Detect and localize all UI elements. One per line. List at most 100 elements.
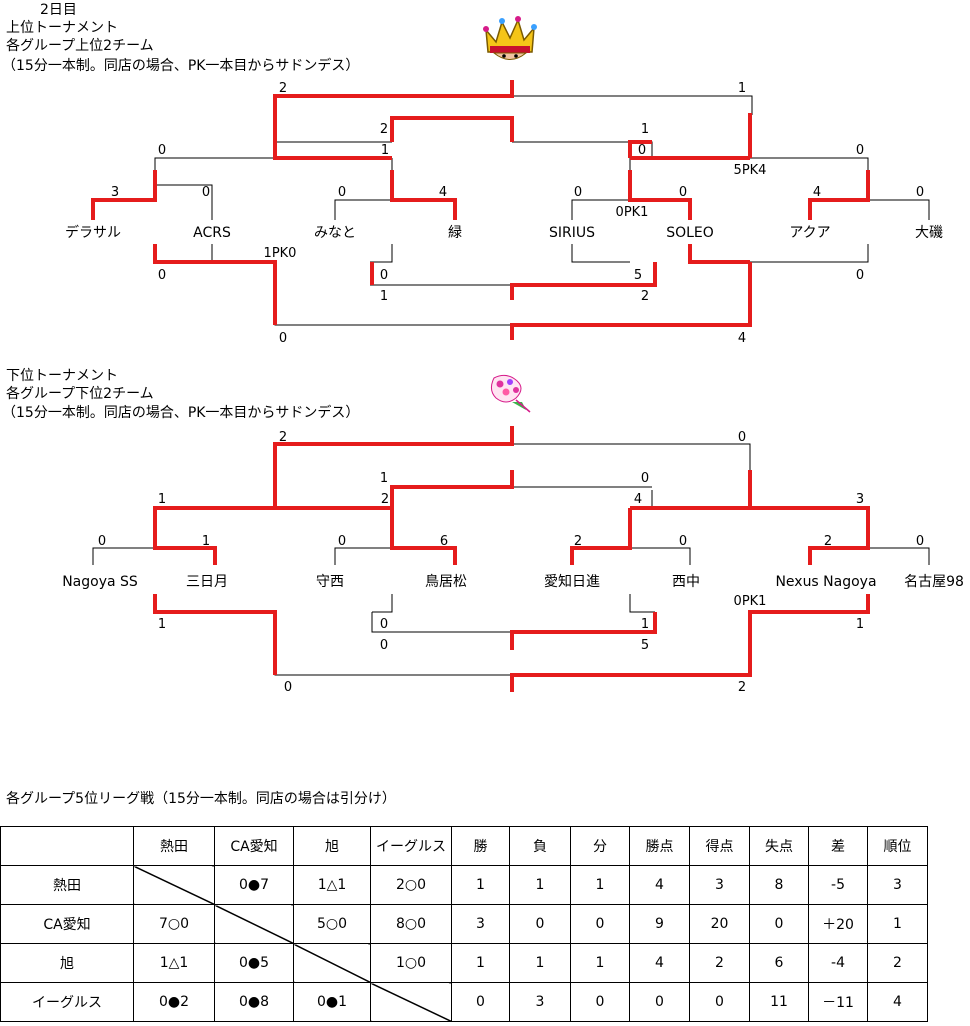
team-label: 鳥居松: [425, 574, 467, 590]
score-label: 5: [641, 638, 649, 653]
league-cell: 4: [867, 982, 928, 1022]
pk-note: 0PK1: [734, 594, 767, 609]
league-header-cell: 勝点: [629, 826, 690, 866]
score-label: 0: [158, 268, 166, 283]
league-cell: 3: [451, 904, 510, 944]
league-title: 各グループ5位リーグ戦（15分一本制。同店の場合は引分け）: [6, 791, 396, 807]
score-label: 1: [738, 81, 746, 96]
score-label: 2: [380, 122, 388, 137]
league-cell: 1△1: [133, 943, 215, 983]
score-label: 2: [279, 81, 287, 96]
league-header-cell: 負: [509, 826, 571, 866]
league-header-cell: 失点: [749, 826, 809, 866]
league-cell: 0: [629, 982, 690, 1022]
score-label: 0: [284, 680, 292, 695]
lower-bracket-lines: [92, 426, 930, 692]
league-header-cell: CA愛知: [214, 826, 294, 866]
league-cell: 1△1: [293, 865, 371, 905]
league-cell: -5: [808, 865, 868, 905]
league-cell: [214, 904, 294, 944]
score-label: 6: [440, 534, 448, 549]
score-label: 2: [824, 534, 832, 549]
team-label: みなと: [314, 225, 356, 241]
league-cell: 8: [749, 865, 809, 905]
score-label: 0: [916, 534, 924, 549]
score-label: 1: [380, 289, 388, 304]
score-label: 2: [641, 289, 649, 304]
score-label: 0: [856, 143, 864, 158]
team-label: ACRS: [193, 225, 231, 241]
league-team-cell: CA愛知: [0, 904, 134, 944]
league-cell: 0: [689, 982, 750, 1022]
score-label: 0: [380, 638, 388, 653]
league-header-cell: 差: [808, 826, 868, 866]
team-label: Nexus Nagoya: [775, 574, 876, 590]
league-header-cell: 得点: [689, 826, 750, 866]
score-label: 0: [338, 185, 346, 200]
score-label: 0: [202, 185, 210, 200]
league-team-cell: 熱田: [0, 865, 134, 905]
score-label: 0: [638, 143, 646, 158]
team-label: 西中: [672, 574, 700, 590]
upper-subtitle: 各グループ上位2チーム: [6, 38, 154, 54]
score-label: 1: [158, 492, 166, 507]
upper-bracket-lines: [91, 80, 930, 340]
upper-rule: （15分一本制。同店の場合、PK一本目からサドンデス）: [2, 58, 360, 74]
league-cell: 0: [570, 904, 630, 944]
league-cell: 2: [689, 943, 750, 983]
league-cell: 4: [629, 865, 690, 905]
league-cell: 0●1: [293, 982, 371, 1022]
score-label: 0: [158, 143, 166, 158]
score-label: 0: [641, 471, 649, 486]
league-cell: 11: [749, 982, 809, 1022]
league-cell: 0●5: [214, 943, 294, 983]
score-label: 0: [98, 534, 106, 549]
league-cell: 5○0: [293, 904, 371, 944]
pk-note: 1PK0: [264, 246, 297, 261]
league-cell: 0: [451, 982, 510, 1022]
league-cell: 1: [451, 865, 510, 905]
score-label: 4: [738, 331, 746, 346]
league-cell: 8○0: [370, 904, 452, 944]
league-header-cell: 旭: [293, 826, 371, 866]
upper-title: 上位トーナメント: [6, 20, 118, 36]
score-label: 0: [574, 185, 582, 200]
team-label: アクア: [789, 225, 830, 241]
score-label: 2: [738, 680, 746, 695]
league-cell: ＋20: [808, 904, 868, 944]
league-cell: 3: [689, 865, 750, 905]
score-label: 2: [574, 534, 582, 549]
score-label: 1: [641, 122, 649, 137]
league-header-cell: [0, 826, 134, 866]
league-cell: 1: [570, 865, 630, 905]
league-cell: 0: [749, 904, 809, 944]
league-cell: 0: [509, 904, 571, 944]
team-label: Nagoya SS: [62, 574, 138, 590]
crown-icon: [483, 16, 537, 60]
score-label: 0: [338, 534, 346, 549]
score-label: 1: [381, 143, 389, 158]
flower-bouquet-icon: [490, 374, 531, 413]
league-cell: －11: [808, 982, 868, 1022]
league-cell: 4: [629, 943, 690, 983]
team-label: 三日月: [186, 574, 228, 590]
league-header-cell: 順位: [867, 826, 928, 866]
score-label: 0: [380, 617, 388, 632]
team-label: SIRIUS: [549, 225, 595, 241]
lower-rule: （15分一本制。同店の場合、PK一本目からサドンデス）: [2, 405, 360, 421]
team-label: 守西: [316, 574, 344, 590]
day-label: 2日目: [40, 2, 77, 18]
league-team-cell: 旭: [0, 943, 134, 983]
league-cell: 3: [867, 865, 928, 905]
league-cell: 3: [509, 982, 571, 1022]
league-cell: 2○0: [370, 865, 452, 905]
league-cell: 1: [570, 943, 630, 983]
team-label: 愛知日進: [544, 573, 600, 590]
